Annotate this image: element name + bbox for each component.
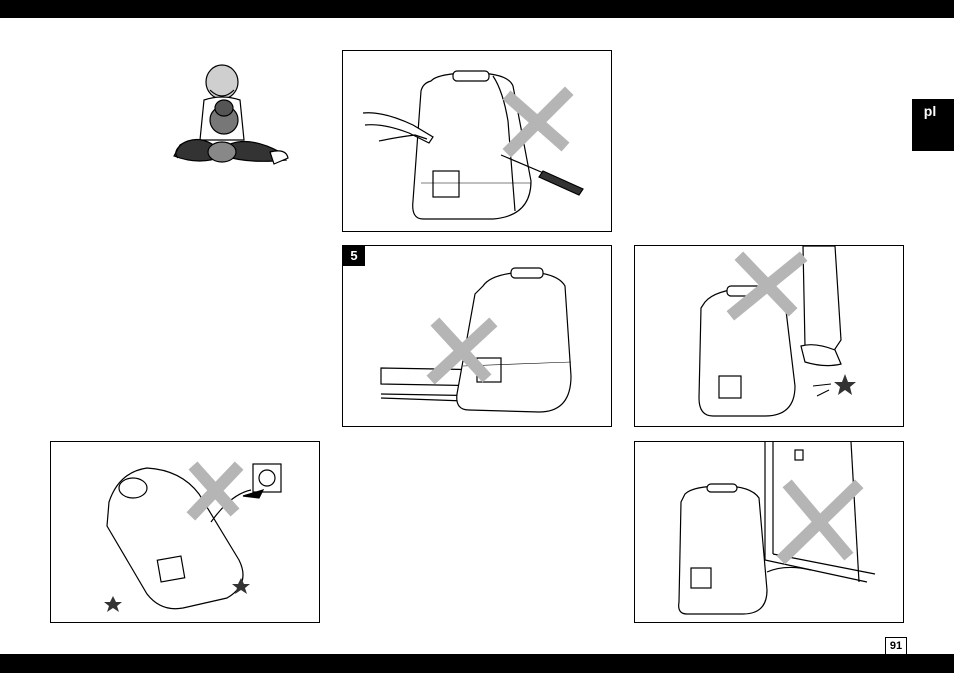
tilted-humidifier-drawing <box>343 246 612 427</box>
panel-no-tools <box>342 50 612 232</box>
star-icon <box>104 596 122 612</box>
bottom-bar <box>0 654 954 673</box>
panel-step-5-no-tilt: 5 <box>342 245 612 427</box>
panel-no-kick <box>634 245 904 427</box>
falling-humidifier-drawing <box>51 442 320 623</box>
foot-kicking-humidifier-drawing <box>635 246 904 427</box>
panel-no-door-cord <box>634 441 904 623</box>
language-tab: pl <box>912 99 954 151</box>
page-number: 91 <box>885 637 907 655</box>
top-bar <box>0 0 954 18</box>
step-number: 5 <box>343 246 365 266</box>
cross-icon <box>195 470 235 512</box>
star-icon <box>834 374 856 395</box>
child-with-toy-illustration <box>160 60 300 180</box>
humidifier-with-tools-drawing <box>343 51 612 232</box>
humidifier-near-door-drawing <box>635 442 904 623</box>
cross-icon <box>785 488 855 556</box>
panel-no-cord-pull <box>50 441 320 623</box>
